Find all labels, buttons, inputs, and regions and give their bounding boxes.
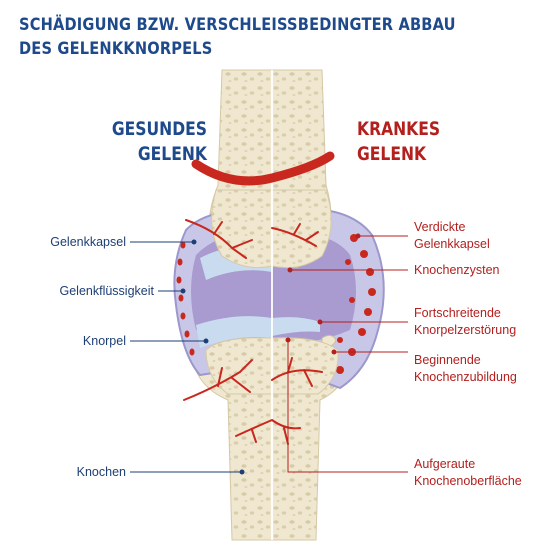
diseased-joint-heading: KRANKES GELENK: [357, 117, 440, 167]
diseased-heading-line-1: KRANKES: [357, 118, 441, 140]
label-cartilage-destruction: Fortschreitende Knorpelzerstörung: [414, 305, 516, 339]
label-thickened-capsule-line-1: Verdickte: [414, 220, 466, 234]
label-bone: Knochen: [76, 465, 126, 479]
label-thickened-capsule-line-2: Gelenkkapsel: [414, 237, 490, 251]
healthy-joint-heading: GESUNDES GELENK: [96, 117, 207, 167]
healthy-heading-line-2: GELENK: [137, 143, 207, 165]
diagram-title: SCHÄDIGUNG BZW. VERSCHLEISSBEDINGTER ABB…: [19, 13, 466, 61]
label-new-bone-growth-line-1: Beginnende: [414, 353, 481, 367]
label-cartilage-destruction-line-1: Fortschreitende: [414, 306, 501, 320]
right-leader-lines: [285, 233, 408, 473]
diseased-heading-line-2: GELENK: [357, 143, 427, 165]
healthy-heading-line-1: GESUNDES: [111, 118, 207, 140]
label-rough-bone-surface: Aufgeraute Knochenoberfläche: [414, 456, 522, 490]
left-leader-lines: [130, 239, 245, 475]
title-line-2: DES GELENKKNORPELS: [19, 39, 213, 59]
label-capsule: Gelenkkapsel: [50, 235, 126, 249]
bone-vessels: [183, 219, 323, 445]
label-synovial-fluid: Gelenkflüssigkeit: [59, 284, 155, 298]
label-new-bone-growth: Beginnende Knochenzubildung: [414, 352, 517, 386]
label-new-bone-growth-line-2: Knochenzubildung: [414, 370, 517, 384]
label-cartilage: Knorpel: [82, 334, 126, 348]
title-line-1: SCHÄDIGUNG BZW. VERSCHLEISSBEDINGTER ABB…: [19, 15, 456, 35]
label-thickened-capsule: Verdickte Gelenkkapsel: [414, 219, 490, 253]
label-cartilage-destruction-line-2: Knorpelzerstörung: [414, 323, 517, 337]
blood-vessel: [191, 151, 335, 186]
label-rough-bone-surface-line-1: Aufgeraute: [414, 457, 476, 471]
label-bone-cysts: Knochenzysten: [414, 263, 500, 277]
label-rough-bone-surface-line-2: Knochenoberfläche: [414, 474, 522, 488]
